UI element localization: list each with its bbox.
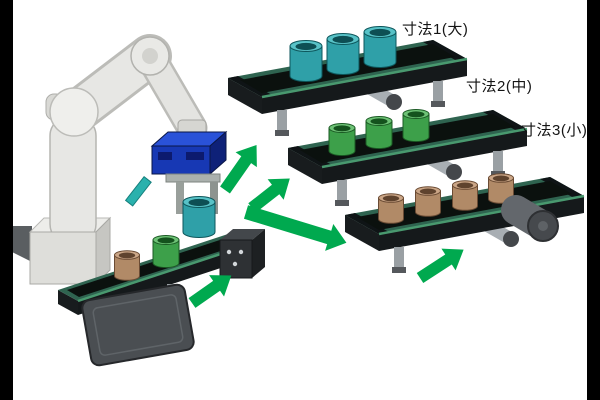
conveyor-leg-foot xyxy=(392,267,406,273)
cube-side xyxy=(252,229,265,278)
support-beam-foot xyxy=(503,231,519,247)
front-rail-edge xyxy=(378,194,585,236)
tool-handle-teal xyxy=(124,176,152,207)
gripper-finger-left xyxy=(176,182,184,214)
part-large-teal xyxy=(289,40,323,82)
housing-vent xyxy=(158,152,172,160)
drive-motor-hub xyxy=(538,221,548,231)
picked-part-teal xyxy=(182,196,216,238)
cube-dot xyxy=(232,261,238,267)
conveyor-size3 xyxy=(345,173,585,273)
cube-dot xyxy=(238,249,244,255)
arrow-to-size3 xyxy=(243,205,347,251)
cube-dot xyxy=(226,249,232,255)
conveyor-leg-foot xyxy=(431,101,445,107)
label-size-3-small: 寸法3(小) xyxy=(521,122,588,139)
left-end-face xyxy=(228,78,262,114)
incoming-part-green xyxy=(152,235,180,268)
conveyor-leg-foot xyxy=(335,200,349,206)
left-end-face xyxy=(288,148,322,184)
part-large-teal xyxy=(326,33,360,75)
arrow-to-size2 xyxy=(248,178,290,213)
arrow-to-size1 xyxy=(220,144,257,194)
end-effector xyxy=(124,130,228,238)
label-size-1-large: 寸法1(大) xyxy=(402,21,469,38)
conveyor-leg-foot xyxy=(275,130,289,136)
conveyor-leg xyxy=(277,110,287,132)
flow-arrows xyxy=(188,144,464,308)
conveyor-leg xyxy=(433,81,443,103)
controller-panel-inset xyxy=(92,294,184,356)
letterbox-right xyxy=(587,0,600,400)
gripper-plate xyxy=(165,173,221,183)
conveyor-size2 xyxy=(288,109,528,206)
front-rail-edge xyxy=(261,57,468,99)
cube-top xyxy=(220,229,265,240)
letterbox-left xyxy=(0,0,13,400)
housing-vent xyxy=(186,152,204,160)
cube-front xyxy=(219,239,253,279)
arrow-outfeed xyxy=(416,248,464,284)
support-beam-foot xyxy=(446,164,462,180)
part-small-brown xyxy=(452,180,478,211)
label-size-2-medium: 寸法2(中) xyxy=(466,78,533,95)
robot-arm xyxy=(12,34,208,286)
part-small-brown xyxy=(378,193,404,224)
arrow-infeed xyxy=(188,275,232,308)
left-end-face xyxy=(345,215,379,251)
part-medium-green xyxy=(402,109,430,142)
part-medium-green xyxy=(365,116,393,149)
front-face xyxy=(322,129,527,184)
incoming-part-brown xyxy=(114,250,140,281)
conveyor-leg xyxy=(493,151,503,173)
part-small-brown xyxy=(415,186,441,217)
left-end-face xyxy=(58,290,78,315)
part-large-teal xyxy=(363,26,397,68)
front-rail-edge xyxy=(321,127,528,169)
base-front-face xyxy=(29,231,97,285)
elbow-hub xyxy=(142,48,158,64)
conveyor-leg xyxy=(337,180,347,202)
conveyor-size1 xyxy=(228,26,468,136)
conveyor-leg xyxy=(394,247,404,269)
front-face xyxy=(262,59,467,114)
shoulder-joint xyxy=(49,87,99,137)
base-clamp xyxy=(12,226,32,262)
end-unit-box xyxy=(219,229,265,279)
controller-box xyxy=(81,283,195,367)
support-beam-foot xyxy=(386,94,402,110)
gripper-finger-right xyxy=(210,182,218,214)
belt-surface xyxy=(67,238,239,297)
part-medium-green xyxy=(328,123,356,156)
